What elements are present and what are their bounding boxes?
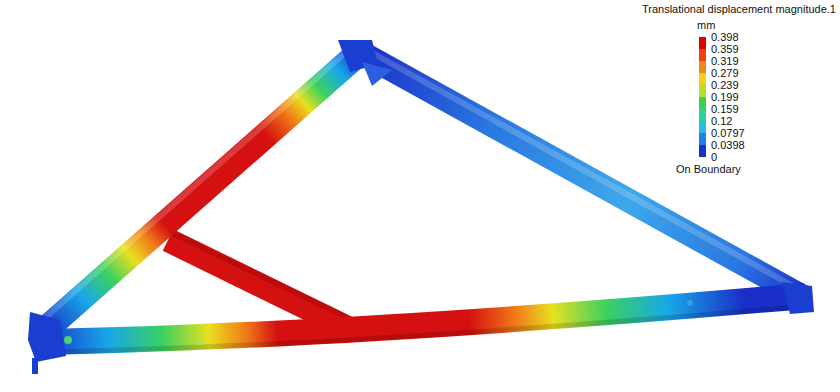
scale-value: 0.239 xyxy=(711,79,739,91)
beam-highlight xyxy=(38,46,353,324)
scale-value: 0.0398 xyxy=(711,139,745,151)
left-beam xyxy=(45,52,360,330)
beam-shade xyxy=(40,306,805,352)
scale-value: 0.12 xyxy=(711,115,732,127)
colorbar-band xyxy=(699,133,706,145)
scale-value: 0.199 xyxy=(711,91,739,103)
top-plate xyxy=(362,62,392,86)
scale-value: 0.319 xyxy=(711,55,739,67)
scale-value: 0.398 xyxy=(711,31,739,43)
colorbar-band xyxy=(699,37,706,49)
right-beam xyxy=(360,52,805,298)
beam-highlight xyxy=(356,44,800,290)
colorbar-band xyxy=(699,73,706,85)
bolt xyxy=(197,339,203,345)
colorbar-band xyxy=(699,121,706,133)
colorbar-band xyxy=(699,49,706,61)
colorbar-band xyxy=(699,85,706,97)
unit-label: mm xyxy=(697,19,715,31)
scale-value: 0.0797 xyxy=(711,127,745,139)
right-gusset xyxy=(782,282,814,314)
legend-title: Translational displacement magnitude.1 xyxy=(642,3,836,15)
colorbar-band xyxy=(699,97,706,109)
scale-value: 0.159 xyxy=(711,103,739,115)
left-support xyxy=(32,358,38,374)
bolt xyxy=(64,336,72,344)
scale-value: 0 xyxy=(711,151,717,163)
scale-value: 0.279 xyxy=(711,67,739,79)
colorbar-band xyxy=(699,61,706,73)
colorbar-band xyxy=(699,145,706,157)
cross-brace xyxy=(168,240,352,330)
bolt xyxy=(687,300,693,306)
beam-shade xyxy=(172,233,356,322)
colorbar-band xyxy=(699,109,706,121)
left-gusset xyxy=(28,312,66,362)
scale-value: 0.359 xyxy=(711,43,739,55)
scale-note: On Boundary xyxy=(676,163,741,175)
